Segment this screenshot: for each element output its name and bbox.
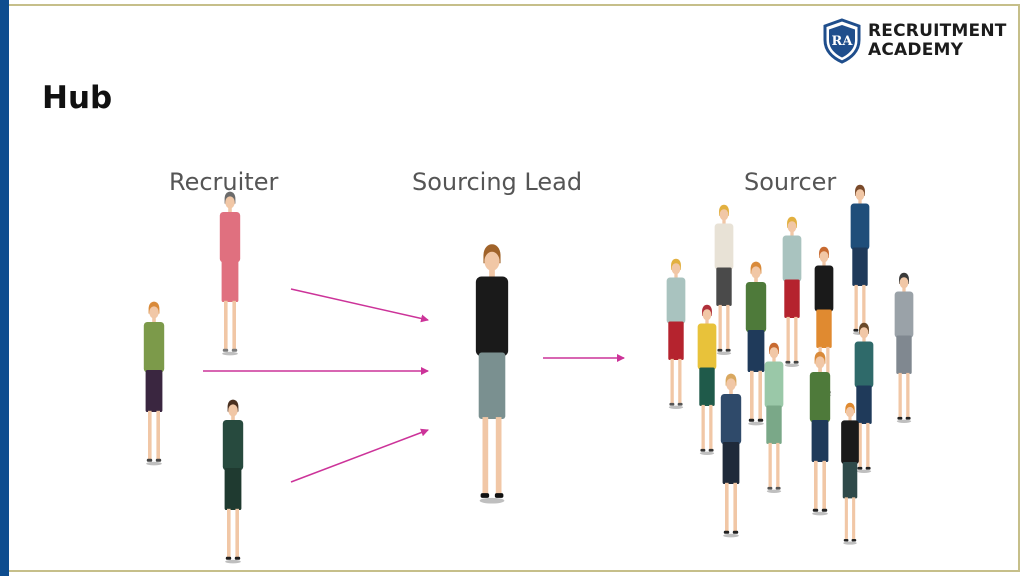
sourcer-5-figure [745,261,767,426]
sourcing-lead-label: Sourcing Lead [412,168,583,196]
recruitment-academy-logo: RA RECRUITMENT ACADEMY [822,18,1012,66]
logo-text-line2: ACADEMY [868,40,964,60]
sourcing-lead-figure [475,244,509,504]
ra-shield-logo-icon: RA [823,18,861,64]
sourcer-10-figure [764,342,784,493]
slide-title: Hub [42,80,113,116]
sourcer-7-figure [894,272,914,423]
sourcer-9-figure [854,322,874,473]
sourcer-2-figure [714,204,734,355]
recruiter-label: Recruiter [169,168,279,196]
frame-bottom-border [9,570,1020,572]
sourcer-11-figure [720,373,742,538]
sourcer-1-figure [666,258,686,409]
sourcer-13-figure [841,402,859,545]
left-accent-bar [0,0,9,576]
logo-text-line1: RECRUITMENT [868,21,1007,41]
arrow-recruiter-1-to-sourcing-lead [290,288,429,323]
sourcer-4-figure [850,184,870,335]
sourcer-label: Sourcer [744,168,837,196]
sourcer-12-figure [809,351,831,516]
frame-top-border [9,4,1020,6]
sourcer-3-figure [782,216,802,367]
sourcer-8-figure [697,304,717,455]
logo-badge-text: RA [832,34,854,49]
frame-right-border [1018,4,1020,572]
arrow-recruiter-3-to-sourcing-lead [290,428,429,483]
recruiter-3-figure [222,399,244,564]
recruiter-2-figure [143,301,165,466]
recruiter-1-figure [219,191,241,356]
